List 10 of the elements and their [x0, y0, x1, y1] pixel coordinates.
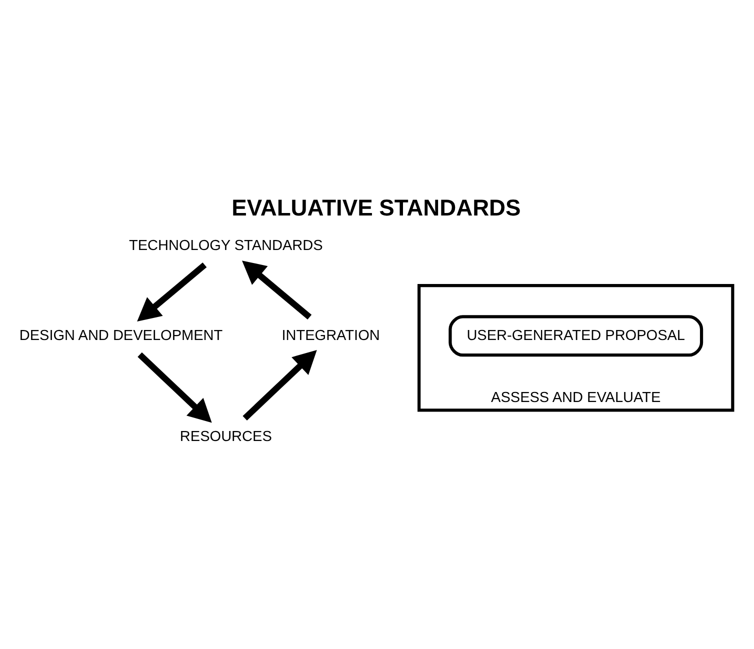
- arrow: [242, 260, 312, 320]
- node-text: INTEGRATION: [282, 327, 380, 344]
- arrow: [138, 352, 212, 422]
- diagram-title: EVALUATIVE STANDARDS: [232, 194, 521, 220]
- arrow: [242, 350, 317, 420]
- node-text: TECHNOLOGY STANDARDS: [128, 237, 323, 254]
- node-box: USER-GENERATED PROPOSAL: [448, 314, 704, 356]
- node-text: DESIGN AND DEVELOPMENT: [19, 327, 223, 344]
- node-text: RESOURCES: [180, 428, 272, 444]
- arrow: [137, 262, 207, 321]
